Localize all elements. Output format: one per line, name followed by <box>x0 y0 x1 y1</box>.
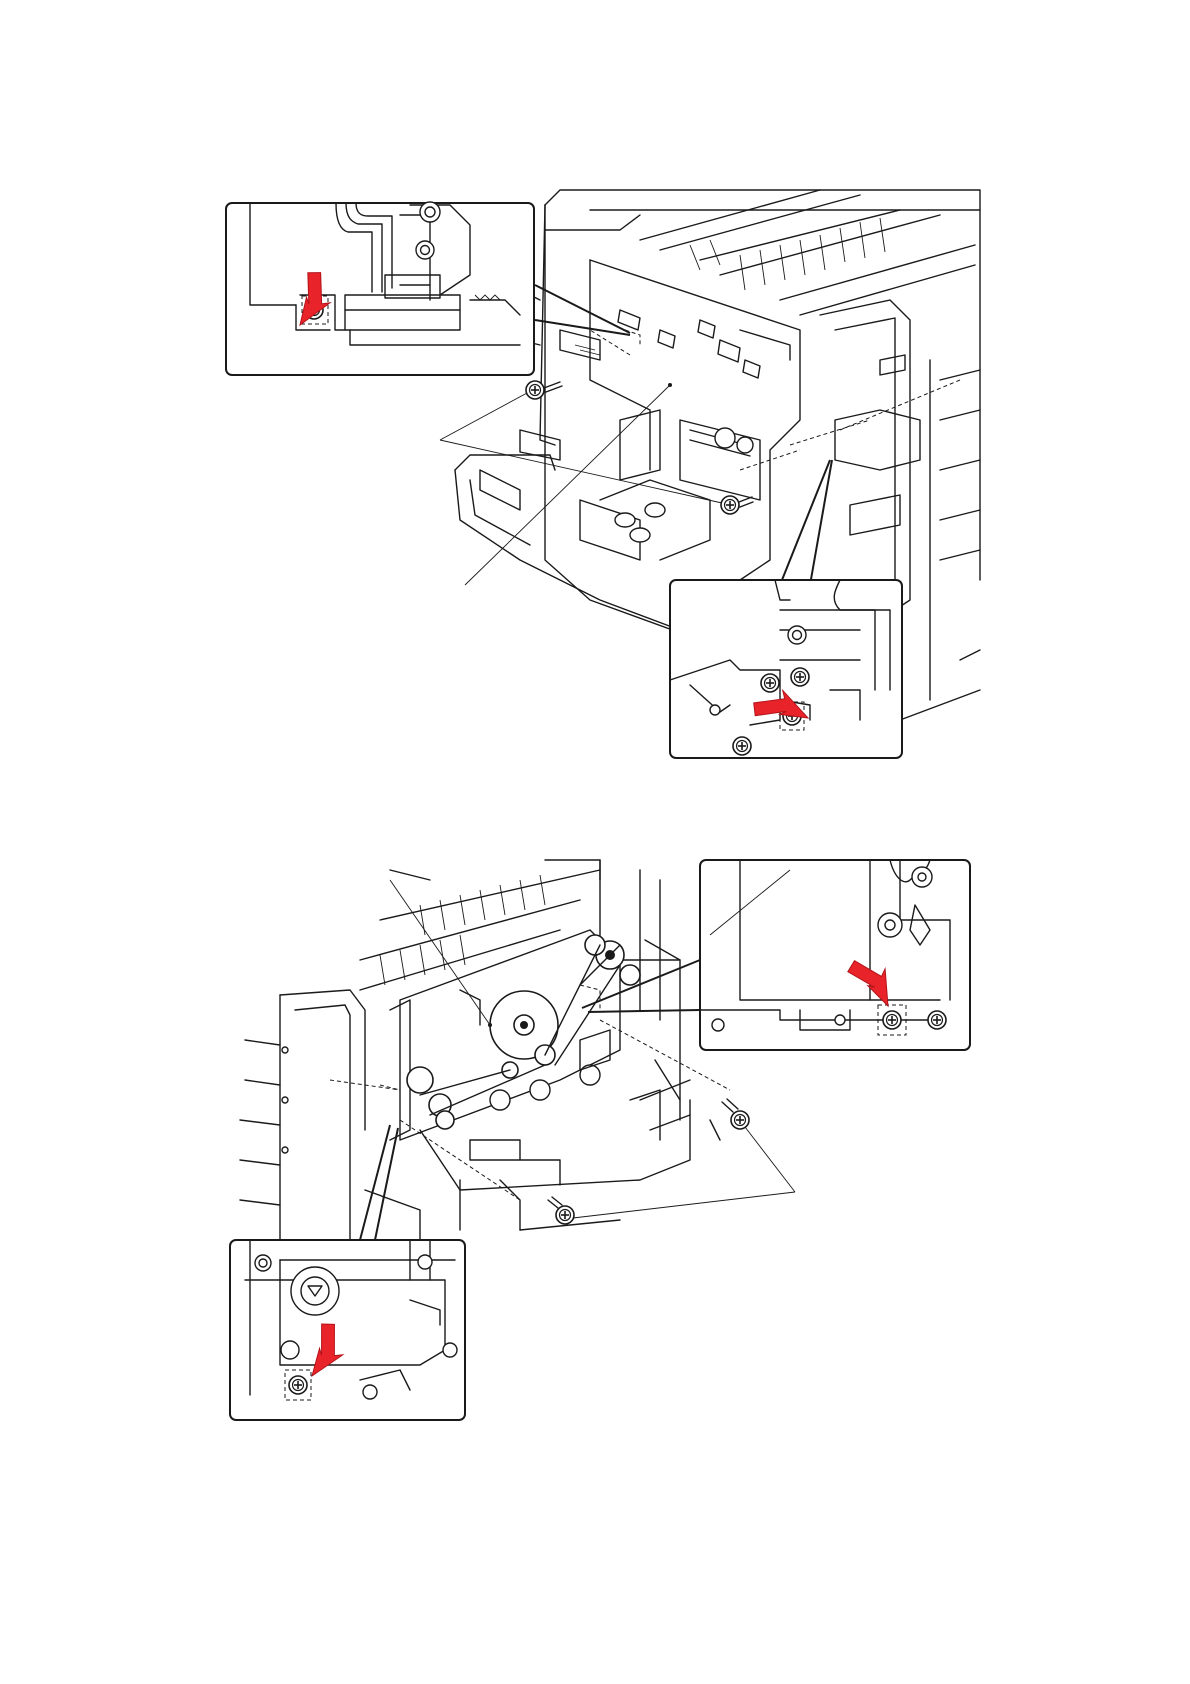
screw-icon <box>761 674 779 692</box>
screw-icon <box>526 381 544 399</box>
screw-icon <box>883 1011 901 1029</box>
callout-bottom-right-inset <box>670 580 902 758</box>
screw-icon <box>556 1206 574 1224</box>
top-panel <box>226 190 980 758</box>
screw-icon <box>733 737 751 755</box>
callout-top-left-inset <box>226 202 534 375</box>
callout-bottom-left-inset <box>230 1240 465 1420</box>
screw-icon <box>928 1011 946 1029</box>
screw-icon <box>721 496 739 514</box>
screw-icon <box>731 1111 749 1129</box>
screw-icon <box>791 668 809 686</box>
callout-top-right-inset <box>700 860 970 1050</box>
bottom-panel <box>230 860 970 1420</box>
screw-icon <box>289 1376 307 1394</box>
